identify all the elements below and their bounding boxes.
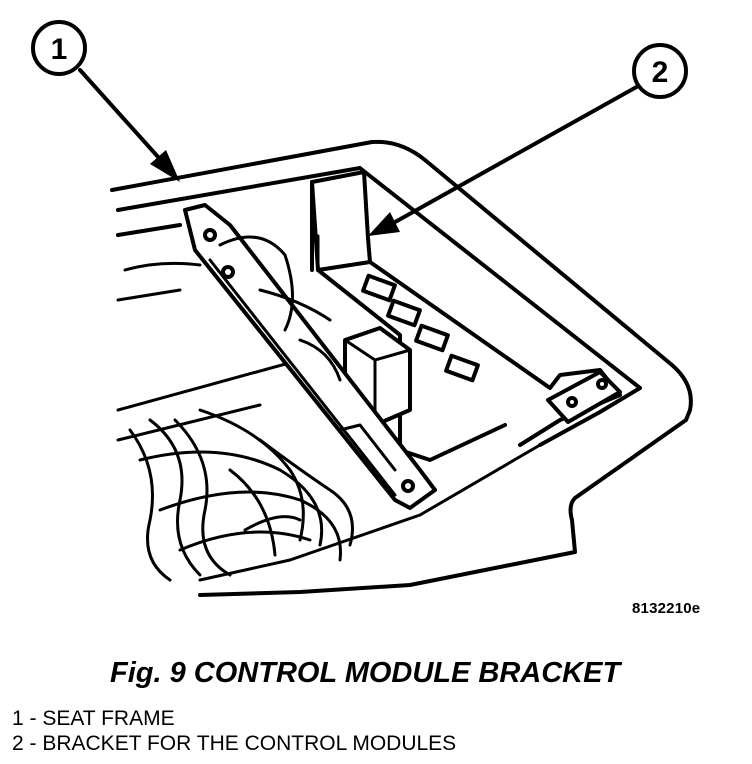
- callout-1-arrowhead: [150, 150, 180, 182]
- callout-2-arrowhead: [368, 212, 400, 236]
- mounting-strap: [183, 203, 437, 510]
- legend-item-bracket: 2 - BRACKET FOR THE CONTROL MODULES: [12, 732, 457, 755]
- callout-2: 2: [632, 43, 688, 99]
- legend-item-seat-frame: 1 - SEAT FRAME: [12, 707, 175, 730]
- seat-frame-outline: [110, 139, 693, 597]
- control-module-bracket: [310, 170, 622, 462]
- callout-1-leader: [78, 68, 170, 170]
- seat-frame-inner-rim: [116, 166, 642, 447]
- svg-text:2: 2: [652, 56, 669, 89]
- wiring-harness: [123, 235, 354, 582]
- figure-caption: Fig. 9 CONTROL MODULE BRACKET: [110, 657, 621, 689]
- callout-2-leader: [386, 83, 642, 228]
- svg-text:1: 1: [51, 33, 68, 66]
- legend: 1 - SEAT FRAME 2 - BRACKET FOR THE CONTR…: [12, 706, 456, 756]
- seat-frame-illustration: 1 2: [31, 20, 693, 597]
- figure-id: 8132210e: [632, 600, 701, 617]
- callout-1: 1: [31, 20, 87, 76]
